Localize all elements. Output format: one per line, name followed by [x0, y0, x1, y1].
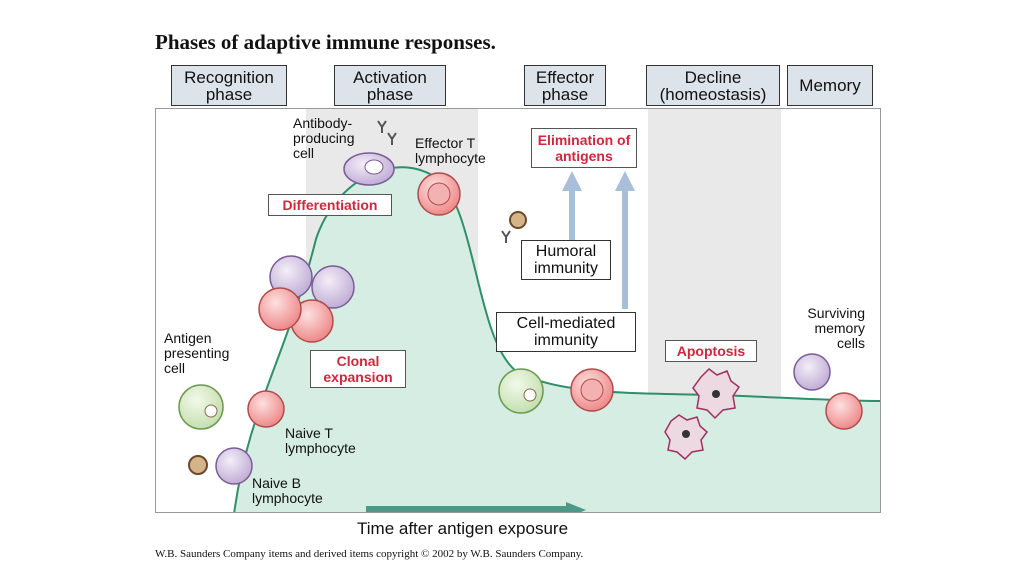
naive-b-label: Naive B lymphocyte: [252, 475, 323, 506]
differentiation-label: Differentiation: [268, 194, 392, 216]
phase-recognition-label: Recognition phase: [184, 67, 274, 104]
antigen-presenting-cell-2: [498, 368, 544, 414]
phase-memory: Memory: [787, 65, 873, 106]
expanded-t-cell-2: [258, 287, 302, 331]
phase-decline: Decline (homeostasis): [646, 65, 780, 106]
humoral-immunity-label: Humoral immunity: [521, 240, 611, 280]
naive-t-label: Naive T lymphocyte: [285, 425, 356, 456]
antibody-producing-cell-label: Antibody-producing cell: [293, 115, 355, 161]
phase-activation-label: Activation phase: [353, 67, 427, 104]
diagram-panel: [155, 108, 881, 513]
phase-recognition: Recognition phase: [171, 65, 287, 106]
cell-mediated-immunity-label: Cell-mediated immunity: [496, 312, 636, 352]
time-arrow-head: [566, 502, 586, 512]
phase-effector: Effector phase: [524, 65, 606, 106]
expanded-b-cell-2: [311, 265, 355, 309]
figure-title: Phases of adaptive immune responses.: [155, 30, 496, 54]
antigen-particle: [188, 455, 208, 475]
clonal-expansion-label: Clonal expansion: [310, 350, 406, 388]
x-axis-label: Time after antigen exposure: [357, 519, 569, 538]
time-arrow-shaft: [366, 506, 566, 512]
naive-t-cell: [247, 390, 285, 428]
phase-memory-label: Memory: [799, 76, 861, 95]
memory-t-cell: [825, 392, 863, 430]
effector-t-label: Effector T lymphocyte: [415, 135, 486, 166]
phase-activation: Activation phase: [334, 65, 446, 106]
surviving-memory-label: Surviving memory cells: [807, 305, 865, 351]
antibody-icons: [377, 120, 511, 243]
antigen-presenting-label: Antigen presenting cell: [164, 330, 230, 376]
memory-b-cell: [793, 353, 831, 391]
elimination-arrow-1: [569, 189, 575, 246]
naive-b-cell: [215, 447, 253, 485]
elimination-label: Elimination of antigens: [531, 128, 637, 168]
antigen-presenting-cell-1: [178, 384, 224, 430]
elimination-arrow-2: [622, 189, 628, 309]
apoptosis-label: Apoptosis: [665, 340, 757, 362]
copyright-notice: W.B. Saunders Company items and derived …: [155, 548, 584, 560]
phase-decline-label: Decline (homeostasis): [659, 67, 767, 104]
phase-effector-label: Effector phase: [535, 67, 595, 104]
response-curve-graphic: [178, 109, 880, 512]
